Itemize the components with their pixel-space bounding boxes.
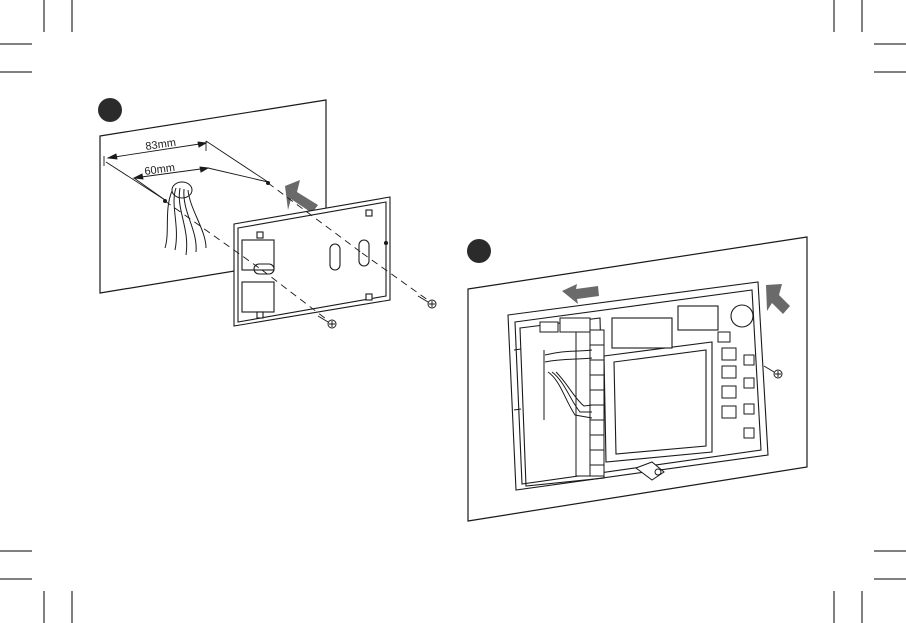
- step-1-marker: [98, 98, 122, 122]
- mounting-screw-icon: [418, 296, 436, 308]
- step-2-marker: [467, 239, 491, 263]
- mounting-screw-icon: [318, 316, 336, 328]
